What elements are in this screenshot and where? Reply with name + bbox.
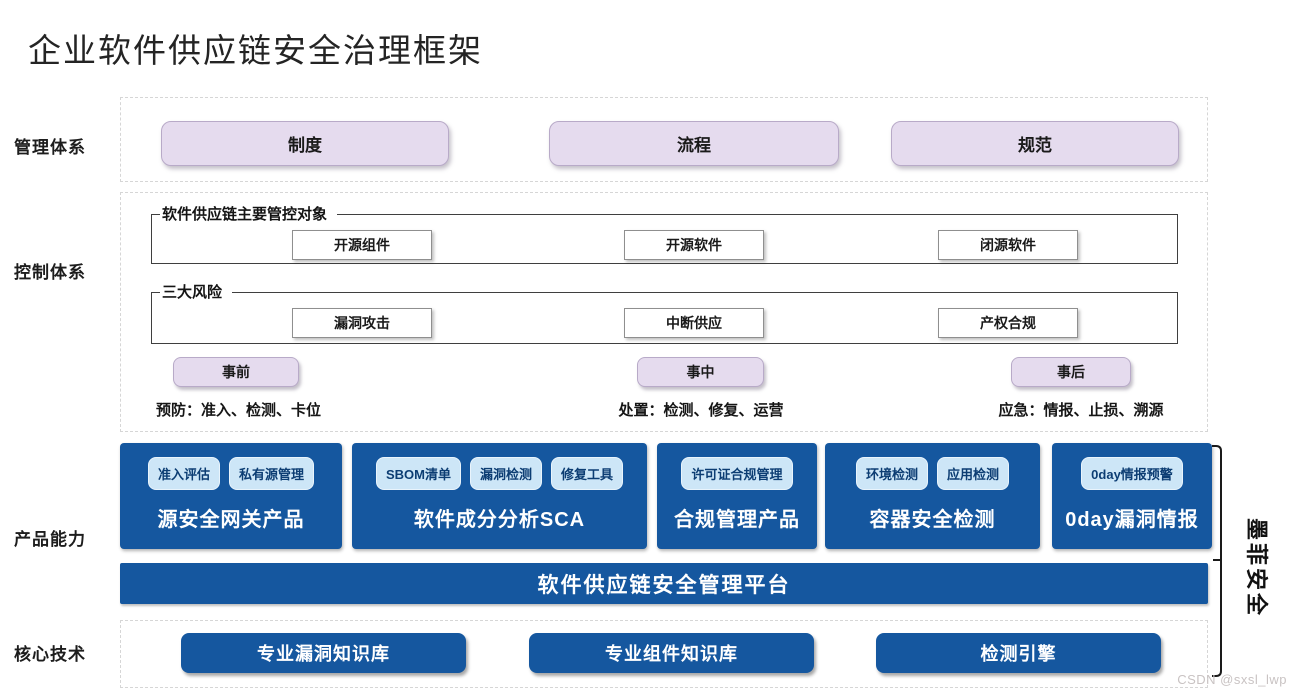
core-section: 专业漏洞知识库 专业组件知识库 检测引擎 [120,620,1208,688]
product-box-compliance: 许可证合规管理 合规管理产品 [657,443,817,549]
product-tag: 许可证合规管理 [681,457,793,490]
product-tag: 环境检测 [855,457,928,490]
object-box-closed-source-software: 闭源软件 [938,230,1078,260]
product-tags: SBOM清单 漏洞检测 修复工具 [375,457,624,490]
product-tag: 私有源管理 [229,457,315,490]
product-title: 0day漏洞情报 [1065,509,1199,531]
product-tags: 0day情报预警 [1081,457,1183,490]
product-tag: SBOM清单 [375,457,461,490]
row-label-core: 核心技术 [14,645,86,664]
phase-desc-before: 预防：准入、检测、卡位 [156,402,322,419]
phase-box-before: 事前 [173,357,299,387]
risk-box-supply-interruption: 中断供应 [624,308,764,338]
brand-vertical-label: 墨菲安全 [1244,518,1269,619]
management-box-liucheng: 流程 [549,121,839,166]
management-box-zhidu: 制度 [161,121,449,166]
control-group-risks: 三大风险 漏洞攻击 中断供应 产权合规 [151,282,1178,344]
row-label-management: 管理体系 [14,138,86,157]
control-group-objects: 软件供应链主要管控对象 开源组件 开源软件 闭源软件 [151,204,1178,264]
product-box-source-gateway: 准入评估 私有源管理 源安全网关产品 [120,443,342,549]
product-tag: 0day情报预警 [1081,457,1183,490]
object-box-open-source-software: 开源软件 [624,230,764,260]
product-tag: 漏洞检测 [469,457,542,490]
product-tag: 应用检测 [937,457,1010,490]
object-box-open-source-component: 开源组件 [292,230,432,260]
management-section: 制度 流程 规范 [120,97,1208,182]
management-box-guifan: 规范 [891,121,1179,166]
core-box-detection-engine: 检测引擎 [876,633,1161,673]
product-title: 源安全网关产品 [157,509,305,531]
product-box-sca: SBOM清单 漏洞检测 修复工具 软件成分分析SCA [352,443,647,549]
page-title: 企业软件供应链安全治理框架 [28,32,483,69]
phase-box-during: 事中 [637,357,764,387]
product-tag: 准入评估 [147,457,220,490]
core-box-vuln-knowledge-base: 专业漏洞知识库 [181,633,466,673]
product-title: 合规管理产品 [674,509,800,531]
phase-desc-after: 应急：情报、止损、溯源 [998,402,1164,419]
product-title: 软件成分分析SCA [413,509,586,531]
product-tags: 准入评估 私有源管理 [147,457,315,490]
watermark: CSDN @sxsl_lwp [1177,672,1287,687]
core-box-component-knowledge-base: 专业组件知识库 [529,633,814,673]
phase-desc-during: 处置：检测、修复、运营 [618,402,784,419]
platform-bar: 软件供应链安全管理平台 [120,563,1208,604]
control-section: 软件供应链主要管控对象 开源组件 开源软件 闭源软件 三大风险 漏洞攻击 中断供… [120,192,1208,432]
product-box-container-security: 环境检测 应用检测 容器安全检测 [825,443,1040,549]
product-tag: 修复工具 [551,457,624,490]
product-box-0day-intel: 0day情报预警 0day漏洞情报 [1052,443,1212,549]
control-group-objects-legend: 软件供应链主要管控对象 [160,204,338,225]
phase-box-after: 事后 [1011,357,1131,387]
product-tags: 许可证合规管理 [681,457,793,490]
product-title: 容器安全检测 [869,509,996,531]
risk-box-ip-compliance: 产权合规 [938,308,1078,338]
row-label-products: 产品能力 [14,530,86,549]
control-group-risks-legend: 三大风险 [160,282,233,303]
row-label-control: 控制体系 [14,263,86,282]
risk-box-vulnerability-attack: 漏洞攻击 [292,308,432,338]
product-tags: 环境检测 应用检测 [855,457,1010,490]
